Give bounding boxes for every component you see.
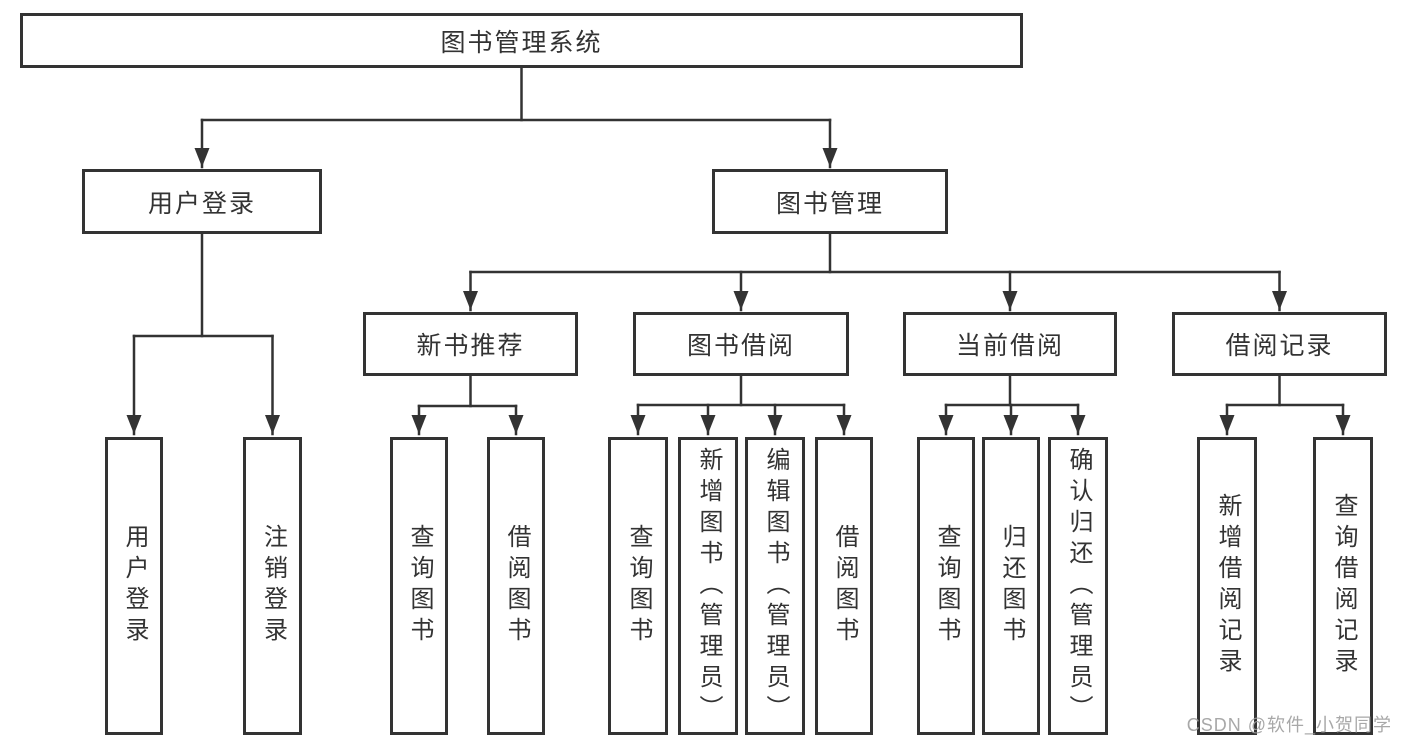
leaf-query-books: 查询图书 xyxy=(917,437,975,735)
leaf-query-borrow-record: 查询借阅记录 xyxy=(1313,437,1373,735)
leaf-label: 查询图书 xyxy=(625,524,652,648)
csdn-watermark: CSDN @软件_小贺同学 xyxy=(1186,715,1392,735)
leaf-borrow-books: 借阅图书 xyxy=(815,437,873,735)
node-book-management: 图书管理 xyxy=(712,169,948,234)
leaf-label: 查询图书 xyxy=(933,524,960,648)
leaf-label: 查询图书 xyxy=(406,524,433,648)
leaf-label: 借阅图书 xyxy=(503,524,530,648)
leaf-user-login: 用户登录 xyxy=(105,437,163,735)
leaf-label: 归还图书 xyxy=(998,524,1025,648)
leaf-label: 注销登录 xyxy=(259,524,287,648)
leaf-add-borrow-record: 新增借阅记录 xyxy=(1197,437,1257,735)
node-label: 新书推荐 xyxy=(416,332,525,360)
node-borrow-records: 借阅记录 xyxy=(1172,312,1387,376)
node-label: 用户登录 xyxy=(147,189,256,218)
leaf-query-books: 查询图书 xyxy=(608,437,668,735)
node-label: 借阅记录 xyxy=(1225,332,1334,360)
node-book-borrow: 图书借阅 xyxy=(633,312,849,376)
leaf-return-books: 归还图书 xyxy=(982,437,1040,735)
leaf-logout: 注销登录 xyxy=(243,437,302,735)
leaf-label: 新增借阅记录 xyxy=(1214,493,1241,679)
leaf-label: 编辑图书（管理员） xyxy=(762,446,789,726)
node-user-login: 用户登录 xyxy=(82,169,322,234)
node-root-library-system: 图书管理系统 xyxy=(20,13,1023,68)
leaf-label: 查询借阅记录 xyxy=(1330,493,1357,679)
leaf-label: 借阅图书 xyxy=(831,524,858,648)
node-label: 图书管理系统 xyxy=(440,28,603,57)
node-current-borrow: 当前借阅 xyxy=(903,312,1117,376)
leaf-edit-books-admin: 编辑图书（管理员） xyxy=(745,437,805,735)
node-label: 图书借阅 xyxy=(686,332,795,360)
leaf-borrow-books: 借阅图书 xyxy=(487,437,545,735)
node-label: 图书管理 xyxy=(775,189,884,218)
leaf-label: 新增图书（管理员） xyxy=(695,446,722,726)
leaf-label: 用户登录 xyxy=(121,524,148,648)
node-label: 当前借阅 xyxy=(955,332,1064,360)
leaf-add-books-admin: 新增图书（管理员） xyxy=(678,437,738,735)
leaf-label: 确认归还（管理员） xyxy=(1065,446,1092,726)
leaf-query-books: 查询图书 xyxy=(390,437,448,735)
leaf-confirm-return-admin: 确认归还（管理员） xyxy=(1048,437,1108,735)
node-new-book-recommend: 新书推荐 xyxy=(363,312,578,376)
